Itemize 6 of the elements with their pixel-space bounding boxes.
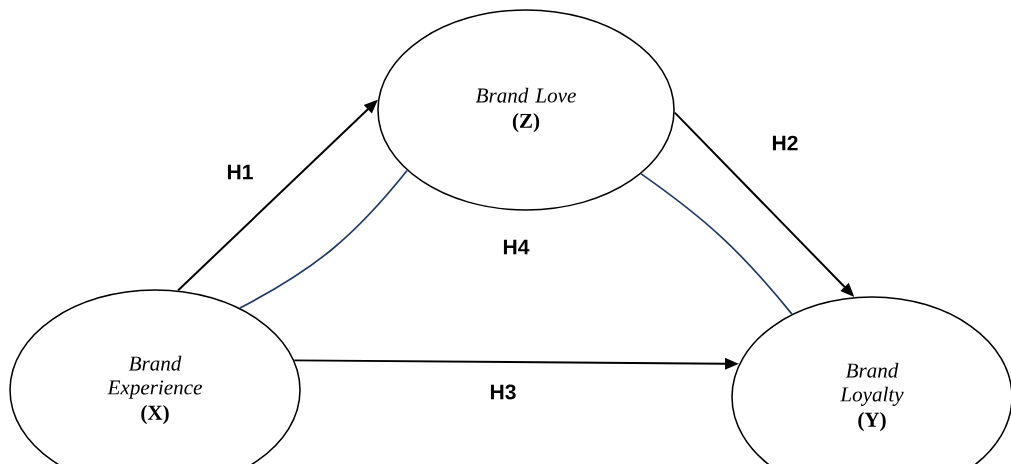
edge-label: H2 — [772, 135, 798, 151]
path-label: H4 — [503, 239, 530, 255]
connector-line — [640, 172, 793, 315]
connector-line — [239, 169, 408, 309]
edge-label: H1 — [227, 164, 253, 180]
edge-label: H3 — [490, 384, 516, 400]
